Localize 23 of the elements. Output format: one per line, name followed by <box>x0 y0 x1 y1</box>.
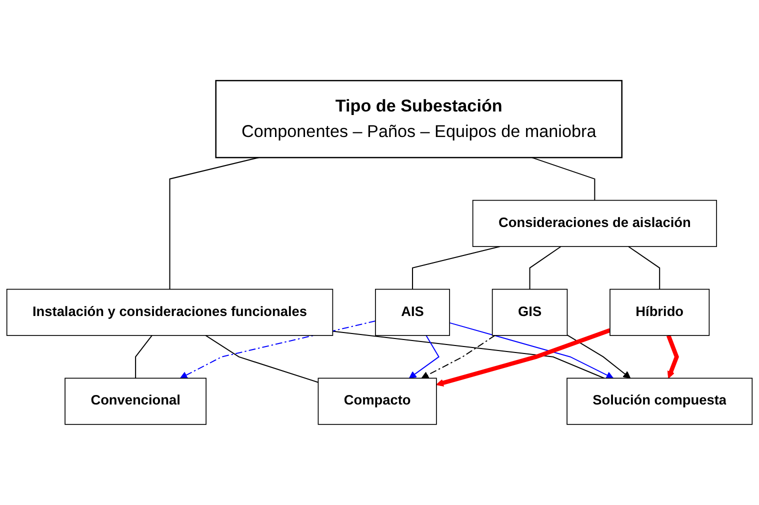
node-box: Convencional <box>64 378 206 425</box>
node-box: Instalación y consideraciones funcionales <box>6 288 334 336</box>
connector <box>135 335 152 378</box>
connector <box>412 246 500 290</box>
connector <box>205 335 318 383</box>
node-box: GIS <box>492 288 568 336</box>
node-box: Compacto <box>318 378 437 425</box>
connector <box>529 246 562 290</box>
arrow <box>421 335 496 379</box>
arrow <box>566 334 631 379</box>
node-box: AIS <box>375 288 450 336</box>
connector <box>532 157 596 200</box>
arrow <box>180 320 376 379</box>
arrow <box>436 328 611 387</box>
connector <box>628 246 660 290</box>
arrow <box>408 335 440 379</box>
node-box: Solución compuesta <box>566 378 753 425</box>
arrow <box>449 322 614 379</box>
connector <box>332 330 605 379</box>
node-box: Híbrido <box>610 288 710 336</box>
node-box: Consideraciones de aislación <box>472 200 717 247</box>
arrow <box>666 334 679 379</box>
node-box: Tipo de Subestación Componentes – Paños – Equipos de maniobra <box>215 80 622 158</box>
